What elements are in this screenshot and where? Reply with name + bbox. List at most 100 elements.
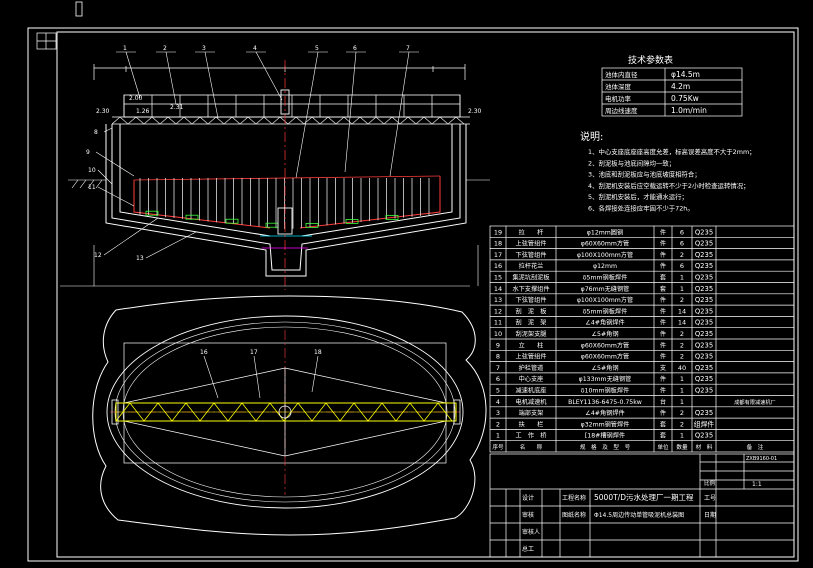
parts-cell: 1 xyxy=(680,432,684,440)
parts-cell: 件 xyxy=(660,319,666,327)
parts-cell: 16 xyxy=(494,262,502,270)
parts-cell: 2 xyxy=(680,330,684,338)
parts-cell: Q235 xyxy=(695,330,713,338)
elev-upper: 2.00 xyxy=(129,95,143,102)
parts-cell: 拉 杆 xyxy=(519,228,544,236)
tech-param-value: 0.75Kw xyxy=(671,94,699,103)
parts-cell: 件 xyxy=(660,375,666,383)
parts-cell: 护栏管道 xyxy=(519,364,544,372)
parts-cell: Q235 xyxy=(695,285,713,293)
parts-cell: φ12mm xyxy=(593,263,617,270)
parts-cell: 水下支撑组件 xyxy=(512,285,549,293)
project-label: 工程名称 xyxy=(562,494,586,502)
parts-cell: φ12mm圆钢 xyxy=(587,228,623,236)
parts-cell: 件 xyxy=(660,228,666,236)
callout-top-3: 3 xyxy=(202,45,206,52)
parts-cell: 件 xyxy=(660,409,666,417)
parts-cell: 上弦管组件 xyxy=(516,240,547,248)
note-item: 5、刮泥机安装后，才能通水运行； xyxy=(588,192,688,201)
parts-cell: 1 xyxy=(680,387,684,395)
parts-cell: 4 xyxy=(496,398,500,406)
designer-label: 设计 xyxy=(522,494,534,502)
parts-cell: φ100X100mm方管 xyxy=(577,296,633,304)
parts-cell: ∠4#角钢焊件 xyxy=(585,319,624,327)
note-item: 3、池底和刮泥板应与池底坡度相符合； xyxy=(588,170,701,179)
bridge-truss xyxy=(112,116,470,125)
chief-label: 总工 xyxy=(522,545,534,553)
callout-plan-18: 18 xyxy=(314,349,322,356)
parts-cell: Q235 xyxy=(695,353,713,361)
parts-cell: 6 xyxy=(680,240,684,248)
parts-cell: 电机减速机 xyxy=(516,398,548,406)
parts-cell: 2 xyxy=(680,251,684,259)
parts-cell: 2 xyxy=(680,341,684,349)
parts-cell: 1 xyxy=(496,432,500,440)
parts-cell: φ32mm钢管焊件 xyxy=(581,420,630,428)
parts-cell: 6 xyxy=(680,262,684,270)
parts-cell: 2 xyxy=(680,296,684,304)
project-value: 5000T/D污水处理厂一期工程 xyxy=(594,492,694,502)
elev-right: 2.30 xyxy=(468,108,482,115)
notes: 说明: 1、中心支座底座座高度允差，标高误差高度不大于2mm；2、刮泥板与池底间… xyxy=(580,130,756,213)
callout-top-4: 4 xyxy=(253,45,257,52)
parts-cell: 14 xyxy=(494,285,502,293)
center-shaft xyxy=(277,60,293,290)
parts-cell: 9 xyxy=(496,341,500,349)
parts-cell: 拉杆花兰 xyxy=(519,262,544,270)
parts-cell: 2 xyxy=(680,353,684,361)
parts-cell: Q235 xyxy=(695,319,713,327)
parts-cell: φ133mm无缝钢管 xyxy=(579,375,632,383)
parts-cell: 刮 泥 架 xyxy=(516,319,547,327)
parts-cell: 2 xyxy=(680,409,684,417)
ground-hatch xyxy=(68,179,490,189)
parts-cell: φ100X100mm方管 xyxy=(577,251,633,259)
parts-cell: 套 xyxy=(660,285,666,293)
callout-top-6: 6 xyxy=(353,45,357,52)
parts-cell: 件 xyxy=(660,387,666,395)
parts-cell: Q235 xyxy=(695,307,713,315)
parts-cell: ∠4#角钢焊件 xyxy=(585,409,624,417)
parts-cell: 组焊件 xyxy=(694,419,715,428)
parts-cell: 1 xyxy=(680,285,684,293)
tank-walls xyxy=(105,124,467,277)
callout-left-12: 12 xyxy=(94,252,102,259)
parts-cell: 件 xyxy=(660,307,666,315)
callout-top-5: 5 xyxy=(315,45,319,52)
parts-cell: 7 xyxy=(496,364,500,372)
parts-cell: Q235 xyxy=(695,274,713,282)
parts-cell: 3 xyxy=(496,409,500,417)
parts-cell: 成都有限减速机厂 xyxy=(734,398,776,406)
sheet-label: 工号 xyxy=(704,495,716,502)
sludge-scraper-rake xyxy=(133,175,441,249)
parts-cell: 18 xyxy=(494,240,502,248)
callout-left-9: 9 xyxy=(86,149,90,156)
checker-label: 审核 xyxy=(522,511,534,519)
parts-cell: 15 xyxy=(494,274,502,282)
parts-cell: 5 xyxy=(496,387,500,395)
parts-cell: 件 xyxy=(660,330,666,338)
tech-param-name: 电机功率 xyxy=(605,94,632,103)
parts-cell: 8 xyxy=(496,353,500,361)
parts-cell: 中心支座 xyxy=(519,375,544,383)
note-item: 4、刮泥机安装后应空载运转不少于2小时检查运转情况； xyxy=(588,181,750,190)
tech-param-name: 池体深度 xyxy=(605,82,632,91)
parts-cell: 减速机底座 xyxy=(516,387,547,395)
parts-cell: Q235 xyxy=(695,296,713,304)
tech-param-name: 周边线速度 xyxy=(605,106,638,115)
parts-cell: 1 xyxy=(680,375,684,383)
parts-cell: φ60X60mm方管 xyxy=(581,353,630,361)
parts-cell: 2 xyxy=(680,420,684,428)
note-item: 1、中心支座底座座高度允差，标高误差高度不大于2mm； xyxy=(588,147,756,156)
tech-params-title: 技术参数表 xyxy=(628,54,673,66)
notes-title: 说明: xyxy=(580,130,603,143)
parts-cell: BLEY1136-6475-0.75kw xyxy=(568,399,642,406)
parts-cell: 19 xyxy=(494,228,502,236)
parts-cell: ∠5#角钢 xyxy=(591,364,618,372)
parts-cell: 件 xyxy=(660,251,666,259)
callout-left-13: 13 xyxy=(136,255,144,262)
parts-cell: 支 xyxy=(660,364,666,372)
parts-header-cell: 单位 xyxy=(657,443,669,451)
